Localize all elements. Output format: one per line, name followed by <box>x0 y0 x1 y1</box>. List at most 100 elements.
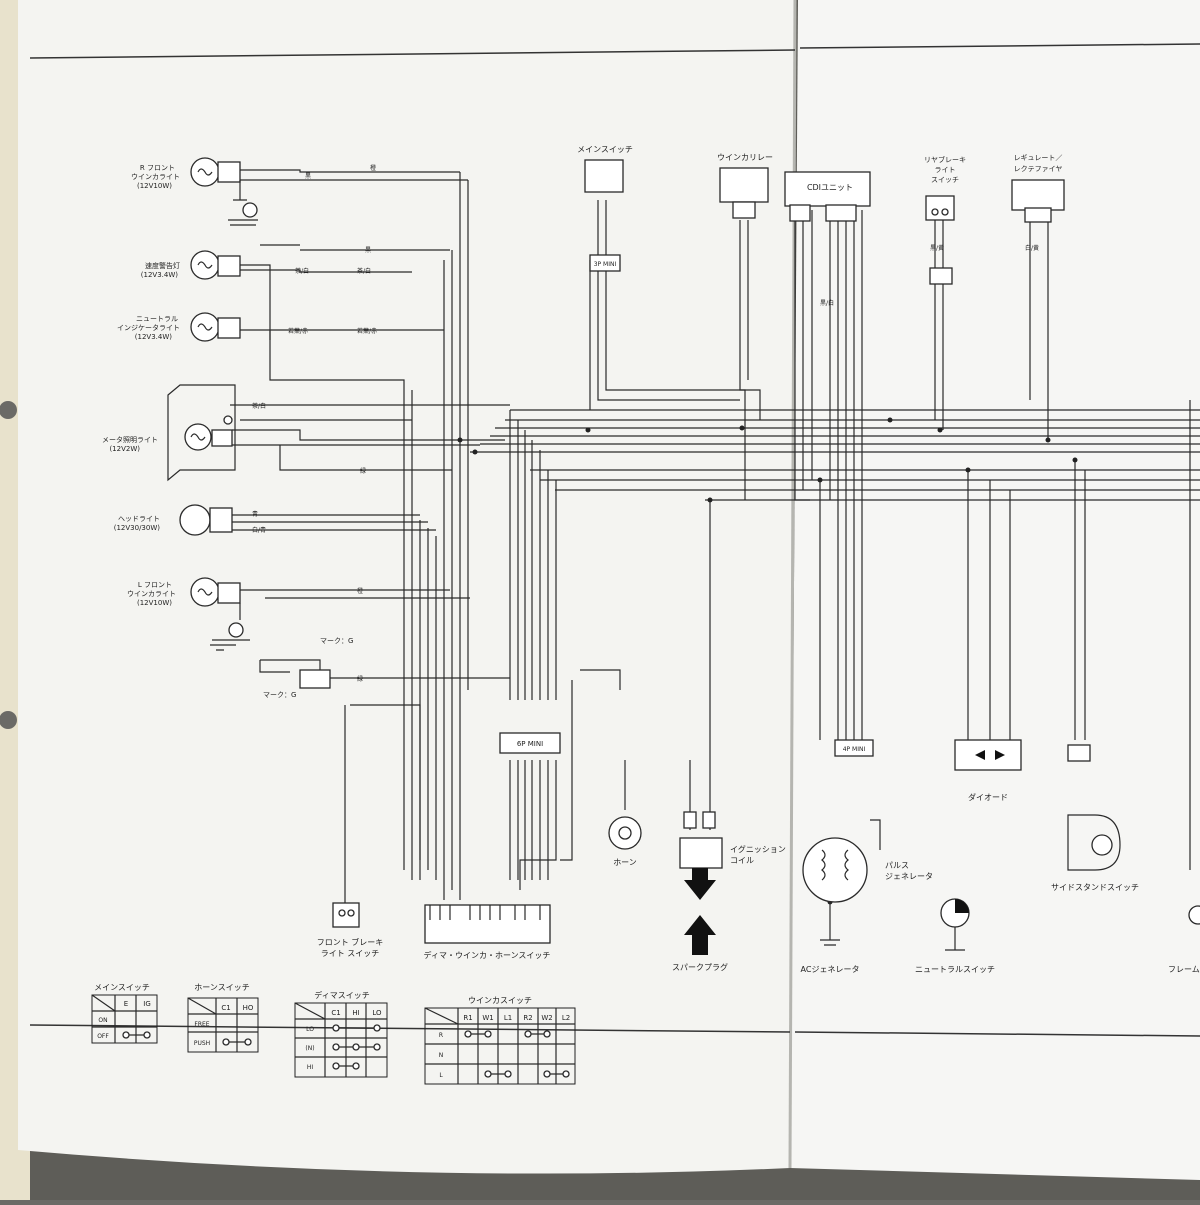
rear-brake-label-1: リヤブレーキ <box>924 155 966 164</box>
table-horn-switch: ホーンスイッチ C1 HO FREE PUSH <box>187 983 259 1053</box>
table-horn-row: PUSH <box>194 1040 210 1047</box>
wire-label-white-yellow: 白/黄 <box>1025 244 1039 252</box>
pulse-generator-label-1: パルス <box>885 861 909 870</box>
r-front-winker-label-1: R フロント <box>140 164 175 172</box>
table-main-switch: メインスイッチ E IG ON OFF <box>91 983 158 1044</box>
wire-label-orange: 橙 <box>357 587 363 595</box>
table-dimmer-row: (N) <box>305 1045 314 1052</box>
spark-plug-label: スパークプラグ <box>672 962 728 972</box>
connector-6p-label: 6P MINI <box>517 740 543 748</box>
neutral-switch-label: ニュートラルスイッチ <box>915 965 995 974</box>
cdi-unit-label: CDIユニット <box>807 183 853 192</box>
frame-label: フレーム <box>1168 965 1200 974</box>
table-horn-col: HO <box>243 1004 254 1012</box>
horn: ホーン <box>608 816 642 867</box>
winker-relay-label: ウインカリレー <box>717 153 773 162</box>
speed-warning-label-1: 速度警告灯 <box>145 261 180 270</box>
rear-brake-label-2: ライト <box>935 166 956 174</box>
headlight: ヘッドライト (12V30/30W) <box>114 504 233 536</box>
table-main-row: OFF <box>97 1033 109 1040</box>
speed-warning-light: 速度警告灯 (12V3.4W) <box>141 250 241 280</box>
l-front-winker-label-2: ウインカライト <box>127 590 176 598</box>
table-main-row: ON <box>98 1017 107 1024</box>
mark-g-top: マーク：G <box>320 637 353 645</box>
table-winker-row: L <box>439 1072 443 1079</box>
mark-g-bottom: マーク：G <box>263 691 296 699</box>
dimmer-winker-horn-switch: ディマ・ウインカ・ホーンスイッチ <box>424 904 551 960</box>
rear-brake-label-3: スイッチ <box>931 176 959 184</box>
ignition-coil: イグニッション コイル スパークプラグ <box>672 811 786 972</box>
main-switch-connector: 3P MINI <box>594 261 617 268</box>
main-switch: メインスイッチ 3P MINI <box>577 145 633 272</box>
table-dimmer-row: HI <box>307 1064 314 1071</box>
table-winker-col: W1 <box>482 1014 493 1022</box>
connector <box>299 669 331 689</box>
regulator-label-1: レギュレート／ <box>1014 154 1063 162</box>
diode-label: ダイオード <box>968 792 1008 802</box>
regulator-rectifier: レギュレート／ レクテファイヤ <box>1011 154 1065 223</box>
table-horn-row: FREE <box>194 1021 209 1028</box>
table-dimmer-title: ディマスイッチ <box>314 990 369 1000</box>
neutral-indicator-label-1: ニュートラル <box>136 315 178 323</box>
headlight-label-1: ヘッドライト <box>118 515 160 523</box>
neutral-indicator-label-2: インジケータライト <box>117 323 180 332</box>
wire-label-brown-white: 茶/白 <box>252 402 266 410</box>
left-page <box>18 0 795 1174</box>
table-dimmer-switch: ディマスイッチ C1 HI LO LO (N) HI <box>294 990 388 1078</box>
cdi-unit: CDIユニット <box>784 171 871 222</box>
headlight-label-2: (12V30/30W) <box>114 524 161 532</box>
wire-label-white-blue: 白/青 <box>252 526 266 534</box>
table-winker-col: R2 <box>523 1014 532 1022</box>
binder-hole <box>0 711 17 729</box>
front-brake-label-1: フロント ブレーキ <box>317 937 384 947</box>
ignition-coil-label-2: コイル <box>730 856 754 865</box>
ac-generator: 4P MINI ACジェネレータ パルス ジェネレータ <box>801 739 933 974</box>
wire-label-orange: 橙 <box>370 164 376 172</box>
table-winker-col: R1 <box>463 1014 472 1022</box>
wire-label-brown-white: 茶/白 <box>295 267 309 275</box>
table-winker-row: N <box>439 1052 444 1059</box>
neutral-indicator-label-3: (12V3.4W) <box>135 333 172 341</box>
top-rule-right <box>799 43 1200 49</box>
wire-label-blue: 青 <box>252 510 258 518</box>
table-dimmer-col: C1 <box>331 1009 340 1017</box>
table-winker-col: L1 <box>504 1014 512 1022</box>
l-front-winker-label-3: (12V10W) <box>137 599 172 607</box>
table-dimmer-col: LO <box>372 1009 382 1017</box>
rear-brake-light-switch: リヤブレーキ ライト スイッチ <box>924 155 966 285</box>
neutral-indicator-light: ニュートラル インジケータライト (12V3.4W) <box>117 312 241 342</box>
wire-label-lightgreen-red: 若葉/赤 <box>288 327 308 335</box>
frame-ground: フレーム <box>1168 905 1200 974</box>
table-horn-col: C1 <box>221 1004 230 1012</box>
r-front-winker-light: R フロント ウインカライト (12V10W) <box>131 157 258 226</box>
pulse-generator-label-2: ジェネレータ <box>885 872 933 881</box>
table-winker-col: W2 <box>541 1014 552 1022</box>
diode: ダイオード <box>954 739 1022 802</box>
table-winker-switch: ウインカスイッチ R1 W1 L1 R2 W2 L2 R N L <box>424 996 576 1085</box>
side-stand-switch-label: サイドスタンドスイッチ <box>1051 883 1139 892</box>
binder-hole <box>0 401 17 419</box>
meter-light-label-2: (12V2W) <box>109 445 140 453</box>
regulator-label-2: レクテファイヤ <box>1014 165 1063 173</box>
table-winker-title: ウインカスイッチ <box>468 996 532 1005</box>
connector-6p-mini: 6P MINI <box>499 732 561 754</box>
table-dimmer-row: LO <box>306 1026 314 1033</box>
right-page <box>790 0 1200 1180</box>
table-main-col: IG <box>143 1000 151 1008</box>
wire-label-black: 黒 <box>365 247 371 254</box>
wire-label-lightgreen-red: 若葉/赤 <box>357 327 377 335</box>
horn-label: ホーン <box>613 858 637 867</box>
r-front-winker-label-2: ウインカライト <box>131 173 180 181</box>
table-horn-title: ホーンスイッチ <box>194 983 249 992</box>
ignition-coil-label-1: イグニッション <box>730 844 786 854</box>
side-stand-switch: サイドスタンドスイッチ <box>1051 744 1139 892</box>
table-main-col: E <box>124 1000 128 1008</box>
table-winker-row: R <box>439 1032 443 1039</box>
dimmer-switch-label: ディマ・ウインカ・ホーンスイッチ <box>424 950 551 960</box>
top-rule-left <box>29 49 796 59</box>
wire-label-green: 緑 <box>360 467 366 475</box>
main-switch-label: メインスイッチ <box>577 145 633 154</box>
front-brake-label-2: ライト スイッチ <box>321 949 380 958</box>
wire-label-brown-white: 茶/白 <box>357 267 371 275</box>
